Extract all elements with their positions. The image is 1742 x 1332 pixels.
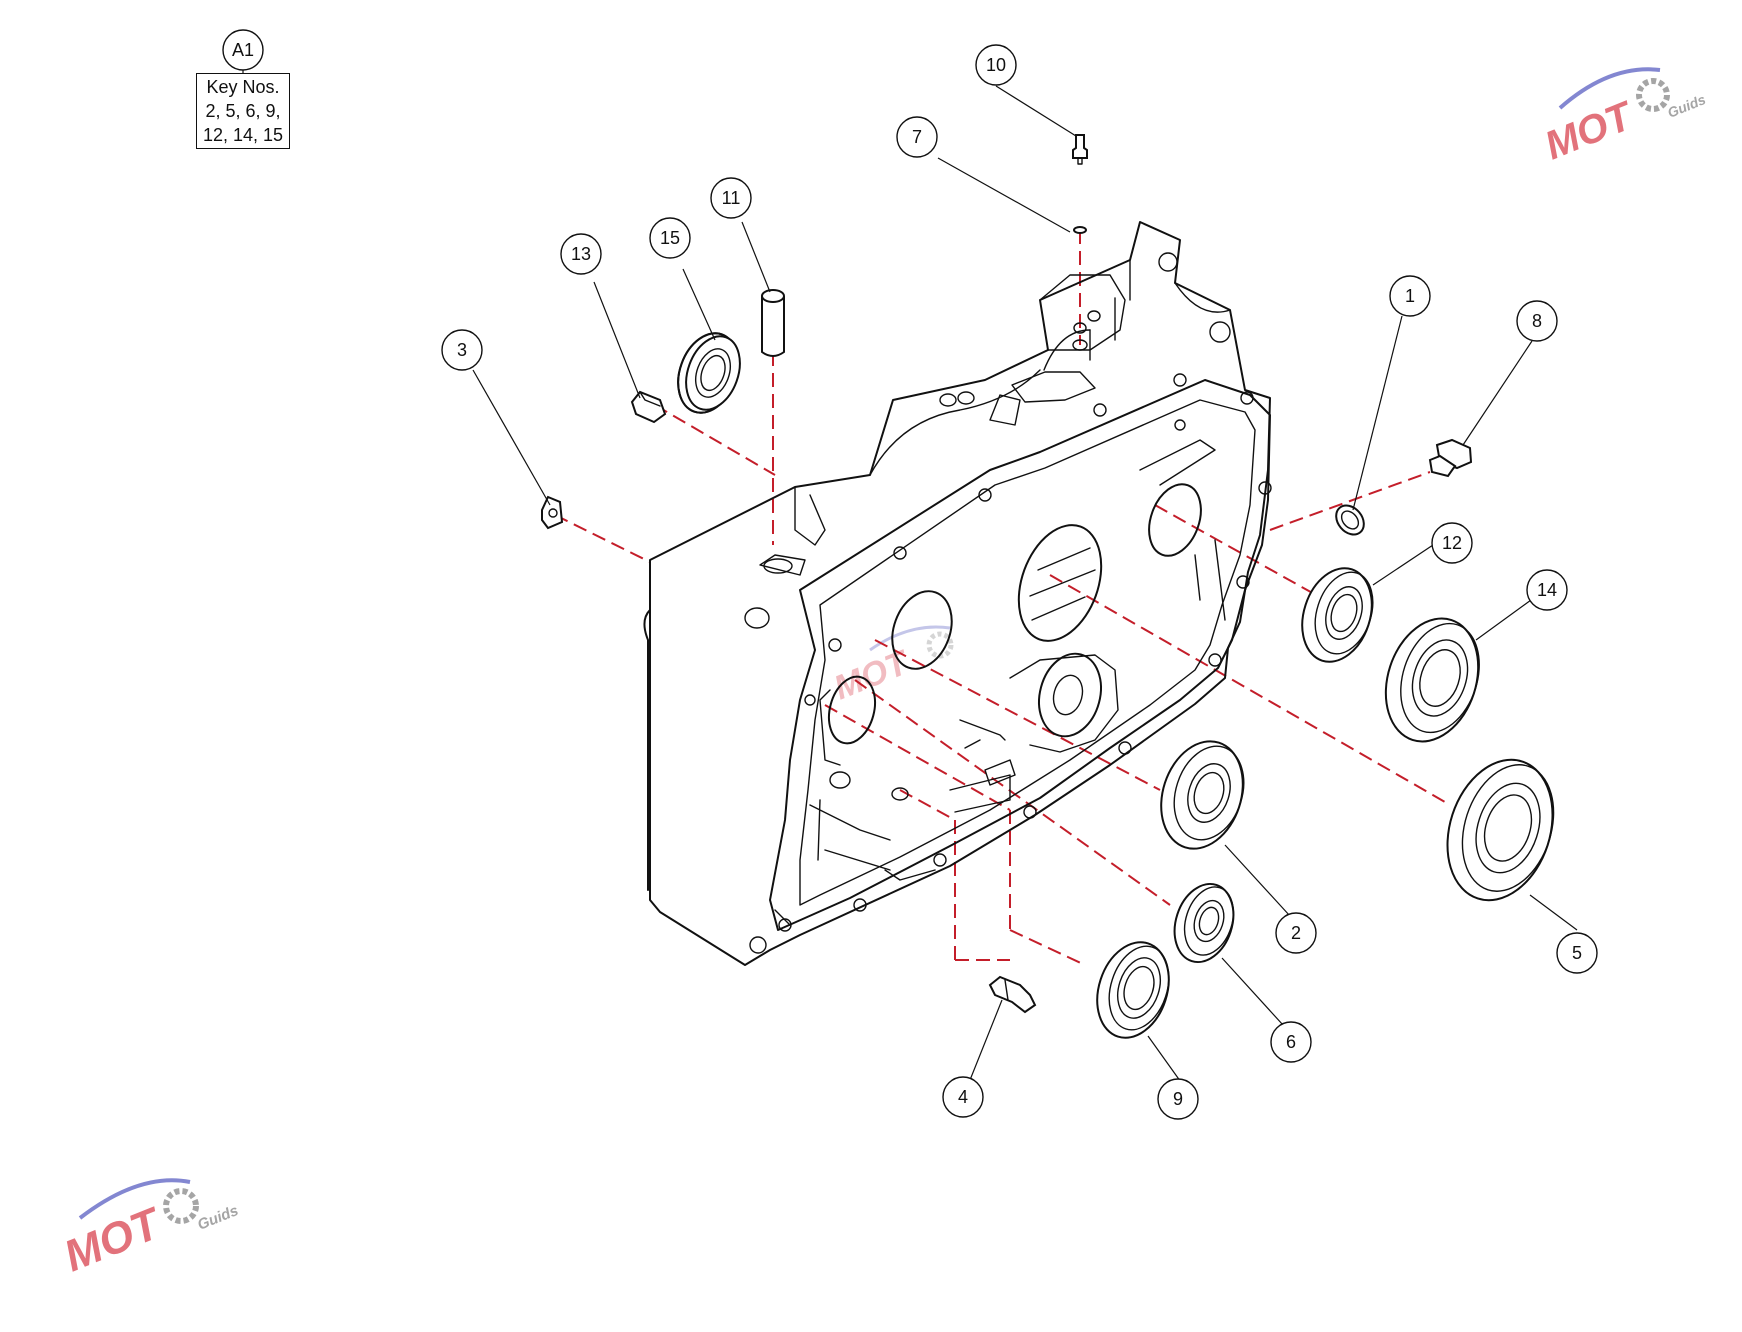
part-3-tab-washer — [541, 495, 564, 530]
svg-text:Guids: Guids — [1665, 91, 1708, 121]
svg-text:11: 11 — [722, 188, 741, 208]
svg-text:7: 7 — [912, 127, 922, 147]
part-14-bearing — [1384, 617, 1480, 743]
callout-9: 9 — [1157, 1078, 1199, 1120]
svg-text:13: 13 — [571, 244, 591, 264]
svg-text:3: 3 — [457, 340, 467, 360]
callout-2: 2 — [1275, 912, 1317, 954]
part-13-plug — [630, 390, 667, 424]
svg-text:MOT: MOT — [1539, 93, 1641, 168]
svg-text:14: 14 — [1537, 580, 1557, 600]
part-2-bearing — [1160, 740, 1245, 850]
part-10-fitting — [1072, 134, 1088, 165]
assembly-lines — [554, 230, 1446, 966]
callout-6: 6 — [1270, 1021, 1312, 1063]
callout-10: 10 — [975, 44, 1017, 86]
key-box-line-3: 12, 14, 15 — [202, 125, 284, 145]
svg-text:6: 6 — [1286, 1032, 1296, 1052]
callout-4: 4 — [942, 1076, 984, 1118]
watermark-logo-top-right: MOT Guids — [1539, 67, 1708, 168]
svg-text:5: 5 — [1572, 943, 1582, 963]
callouts: 1 2 3 4 5 6 7 8 9 10 11 12 13 14 15 A1 — [222, 29, 1598, 1120]
svg-text:12: 12 — [1442, 533, 1462, 553]
callout-11: 11 — [710, 177, 752, 219]
part-9-bearing — [1096, 941, 1170, 1039]
key-box-line-2: 2, 5, 6, 9, — [205, 101, 281, 121]
part-1-washer — [1335, 504, 1365, 536]
svg-text:MOT: MOT — [57, 1198, 169, 1281]
svg-text:8: 8 — [1532, 311, 1542, 331]
svg-text:2: 2 — [1291, 923, 1301, 943]
svg-text:1: 1 — [1405, 286, 1415, 306]
svg-text:MOT: MOT — [829, 643, 916, 708]
watermark-logo-bottom-left: MOT Guids — [57, 1178, 241, 1281]
svg-text:Guids: Guids — [195, 1202, 241, 1234]
callout-12: 12 — [1431, 522, 1473, 564]
leader-lines — [242, 68, 1578, 1086]
callout-5: 5 — [1556, 932, 1598, 974]
part-12-bearing — [1301, 567, 1374, 663]
callout-7: 7 — [896, 116, 938, 158]
callout-1: 1 — [1389, 275, 1431, 317]
svg-text:4: 4 — [958, 1087, 968, 1107]
svg-text:9: 9 — [1173, 1089, 1183, 1109]
callout-3: 3 — [441, 329, 483, 371]
key-box-line-1: Key Nos. — [206, 77, 280, 97]
part-7-ring — [1073, 226, 1087, 234]
part-5-bearing — [1446, 758, 1555, 902]
callout-8: 8 — [1516, 300, 1558, 342]
part-8-drain-plug — [1428, 438, 1473, 478]
crankcase-housing — [643, 221, 1272, 966]
callout-13: 13 — [560, 233, 602, 275]
callout-14: 14 — [1526, 569, 1568, 611]
watermark-logo-center: MOT — [829, 625, 954, 708]
svg-text:15: 15 — [660, 228, 680, 248]
key-numbers-box: Key Nos. 2, 5, 6, 9, 12, 14, 15 — [196, 73, 290, 149]
part-15-bearing — [677, 332, 741, 414]
part-11-dowel — [761, 289, 785, 357]
callout-a1: A1 — [222, 29, 264, 71]
svg-text:10: 10 — [986, 55, 1006, 75]
svg-text:A1: A1 — [232, 40, 254, 60]
part-4-stud — [988, 975, 1037, 1014]
part-6-bearing — [1173, 882, 1235, 964]
callout-15: 15 — [649, 217, 691, 259]
